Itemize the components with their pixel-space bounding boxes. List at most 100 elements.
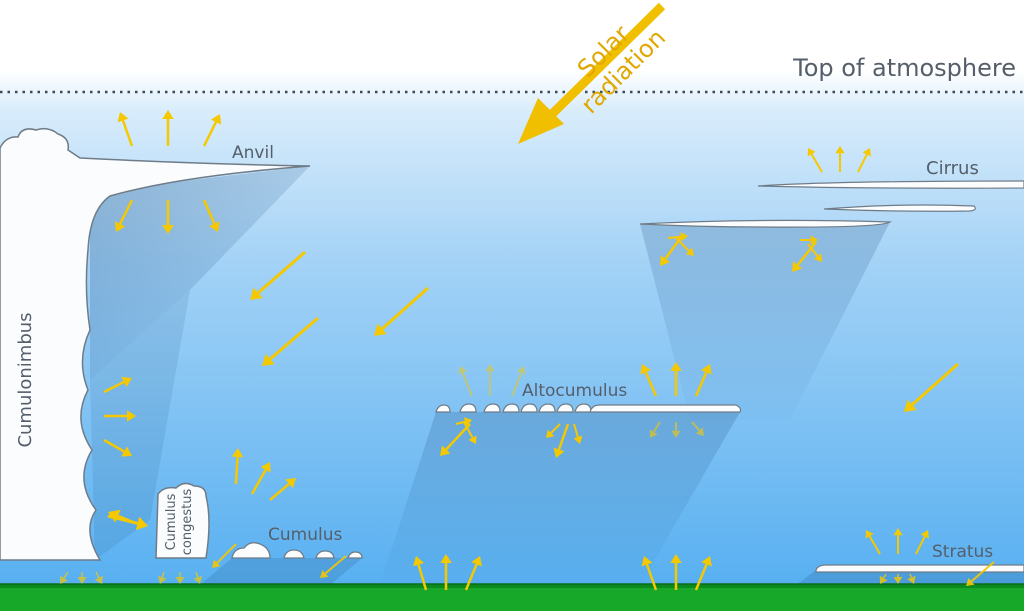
reflected-radiation-arrow-icon-shaft xyxy=(694,371,708,397)
cumulus-congestus-label: Cumulus congestus xyxy=(164,489,195,556)
reflected-radiation-arrow-icon-21 xyxy=(807,148,823,173)
reflected-radiation-arrow-icon-11 xyxy=(103,376,132,394)
reflected-radiation-arrow-icon-head xyxy=(458,366,467,375)
reflected-radiation-arrow-icon-shaft xyxy=(118,199,134,225)
incoming-radiation-arrow-icon-shaft xyxy=(269,316,319,361)
cumulonimbus-label: Cumulonimbus xyxy=(15,312,36,447)
cumulus-clouds xyxy=(231,542,363,559)
reflected-radiation-arrow-icon-head xyxy=(285,478,296,489)
reflected-radiation-arrow-icon-2 xyxy=(162,110,174,146)
incoming-radiation-arrow-icon-head xyxy=(374,323,387,336)
reflected-radiation-arrow-icon-50 xyxy=(193,571,203,584)
reflected-radiation-arrow-icon-shaft xyxy=(455,420,466,425)
reflected-radiation-arrow-icon-3 xyxy=(202,114,222,147)
reflected-radiation-arrow-icon-shaft xyxy=(195,571,199,578)
incoming-radiation-arrow-icon-19 xyxy=(212,543,237,568)
cumulus-congestus-label-line1: Cumulus xyxy=(164,493,179,550)
reflected-radiation-arrow-icon-shaft xyxy=(691,421,701,432)
reflected-radiation-arrow-icon-shaft xyxy=(250,469,267,495)
reflected-radiation-arrow-icon-shaft xyxy=(915,535,926,555)
reflected-radiation-arrow-icon-shaft xyxy=(573,423,579,438)
reflected-radiation-arrow-icon-shaft xyxy=(103,380,125,394)
incoming-radiation-arrow-icon-head xyxy=(904,399,917,412)
reflected-radiation-arrow-icon-58 xyxy=(893,528,903,554)
reflected-radiation-arrow-icon-head xyxy=(893,577,903,584)
reflected-radiation-arrow-icon-head xyxy=(813,253,822,262)
reflected-radiation-arrow-icon-shaft xyxy=(550,423,561,434)
reflected-radiation-arrow-icon-15 xyxy=(108,509,133,524)
incoming-radiation-arrow-icon-8 xyxy=(262,316,319,366)
reflected-radiation-arrow-icon-31 xyxy=(485,364,495,396)
ground-stripe xyxy=(0,584,1024,588)
reflected-radiation-arrow-icon-22 xyxy=(835,146,845,172)
cumulus-label: Cumulus xyxy=(268,525,342,545)
reflected-radiation-arrow-icon-shaft xyxy=(652,421,661,433)
reflected-radiation-arrow-icon-32 xyxy=(511,366,526,397)
reflected-radiation-arrow-icon-head xyxy=(471,556,482,567)
reflected-radiation-arrow-icon-head xyxy=(413,556,425,567)
reflected-radiation-arrow-icon-shaft xyxy=(796,241,817,266)
radiation-arrows xyxy=(60,110,995,591)
incoming-radiation-arrow-icon-9 xyxy=(374,286,429,336)
reflected-radiation-arrow-icon-52 xyxy=(440,554,452,590)
reflected-radiation-arrow-icon-26 xyxy=(667,232,688,242)
reflected-radiation-arrow-icon-55 xyxy=(670,554,682,590)
reflected-radiation-arrow-icon-shaft xyxy=(557,423,570,450)
anvil-shadow xyxy=(90,166,310,380)
top-of-atmosphere-label: Top of atmosphere xyxy=(792,54,1016,82)
reflected-radiation-arrow-icon-shaft xyxy=(857,153,868,173)
reflected-radiation-arrow-icon-23 xyxy=(857,148,871,173)
reflected-radiation-arrow-icon-head xyxy=(121,376,132,388)
reflected-radiation-arrow-icon-48 xyxy=(157,571,167,584)
reflected-radiation-arrow-icon-head xyxy=(640,364,651,375)
reflected-radiation-arrow-icon-head xyxy=(162,225,174,234)
reflected-radiation-arrow-icon-shaft xyxy=(95,571,100,579)
reflected-radiation-arrow-icon-59 xyxy=(915,530,929,555)
reflected-radiation-arrow-icon-60 xyxy=(879,573,888,584)
reflected-radiation-arrow-icon-head xyxy=(210,114,222,125)
reflected-radiation-arrow-icon-28 xyxy=(807,243,822,262)
reflected-radiation-arrow-icon-head xyxy=(193,575,203,584)
reflected-radiation-arrow-icon-54 xyxy=(641,556,658,591)
reflected-radiation-arrow-icon-49 xyxy=(175,572,185,584)
reflected-radiation-arrow-icon-head xyxy=(463,417,472,427)
reflected-radiation-arrow-icon-4 xyxy=(114,199,134,232)
reflected-radiation-arrow-icon-head xyxy=(77,577,87,584)
cirrus-label: Cirrus xyxy=(926,158,979,179)
incoming-radiation-arrow-icon-shaft xyxy=(257,250,306,295)
cumulonimbus-shadow xyxy=(90,290,190,560)
reflected-radiation-arrow-icon-head xyxy=(553,447,565,458)
reflected-radiation-arrow-icon-shaft xyxy=(202,121,218,147)
reflected-radiation-arrow-icon-head xyxy=(468,435,477,444)
reflected-radiation-arrow-icon-shaft xyxy=(461,372,473,397)
stratus-label: Stratus xyxy=(932,542,993,562)
reflected-radiation-arrow-icon-shaft xyxy=(417,564,428,591)
reflected-radiation-arrow-icon-head xyxy=(114,221,126,232)
reflected-radiation-arrow-icon-shaft xyxy=(269,482,290,501)
reflected-radiation-arrow-icon-24 xyxy=(660,235,684,266)
reflected-radiation-arrow-icon-44 xyxy=(691,421,704,436)
incoming-radiation-arrow-icon-shaft xyxy=(911,362,959,406)
reflected-radiation-arrow-icon-shaft xyxy=(675,237,690,252)
anvil-label: Anvil xyxy=(232,143,274,163)
reflected-radiation-arrow-icon-head xyxy=(440,445,451,456)
reflected-radiation-arrow-icon-shaft xyxy=(645,564,658,591)
reflected-radiation-arrow-icon-39 xyxy=(553,423,570,458)
incoming-radiation-arrow-icon-head xyxy=(212,559,221,568)
reflected-radiation-arrow-icon-head xyxy=(671,430,681,438)
reflected-radiation-arrow-icon-shaft xyxy=(121,120,134,147)
reflected-radiation-arrow-icon-head xyxy=(94,575,103,584)
incoming-radiation-arrow-icon-20 xyxy=(320,555,347,578)
reflected-radiation-arrow-icon-shaft xyxy=(234,456,239,485)
incoming-radiation-arrow-icon-head xyxy=(262,353,275,366)
reflected-radiation-arrow-icon-shaft xyxy=(161,571,165,578)
reflected-radiation-arrow-icon-head xyxy=(121,446,132,457)
reflected-radiation-arrow-icon-head xyxy=(209,221,220,232)
reflected-radiation-arrow-icon-head xyxy=(641,556,653,567)
reflected-radiation-arrow-icon-13 xyxy=(103,438,132,457)
reflected-radiation-arrow-icon-head xyxy=(660,255,670,266)
reflected-radiation-arrow-icon-51 xyxy=(413,556,428,591)
reflected-radiation-arrow-icon-head xyxy=(670,362,682,371)
